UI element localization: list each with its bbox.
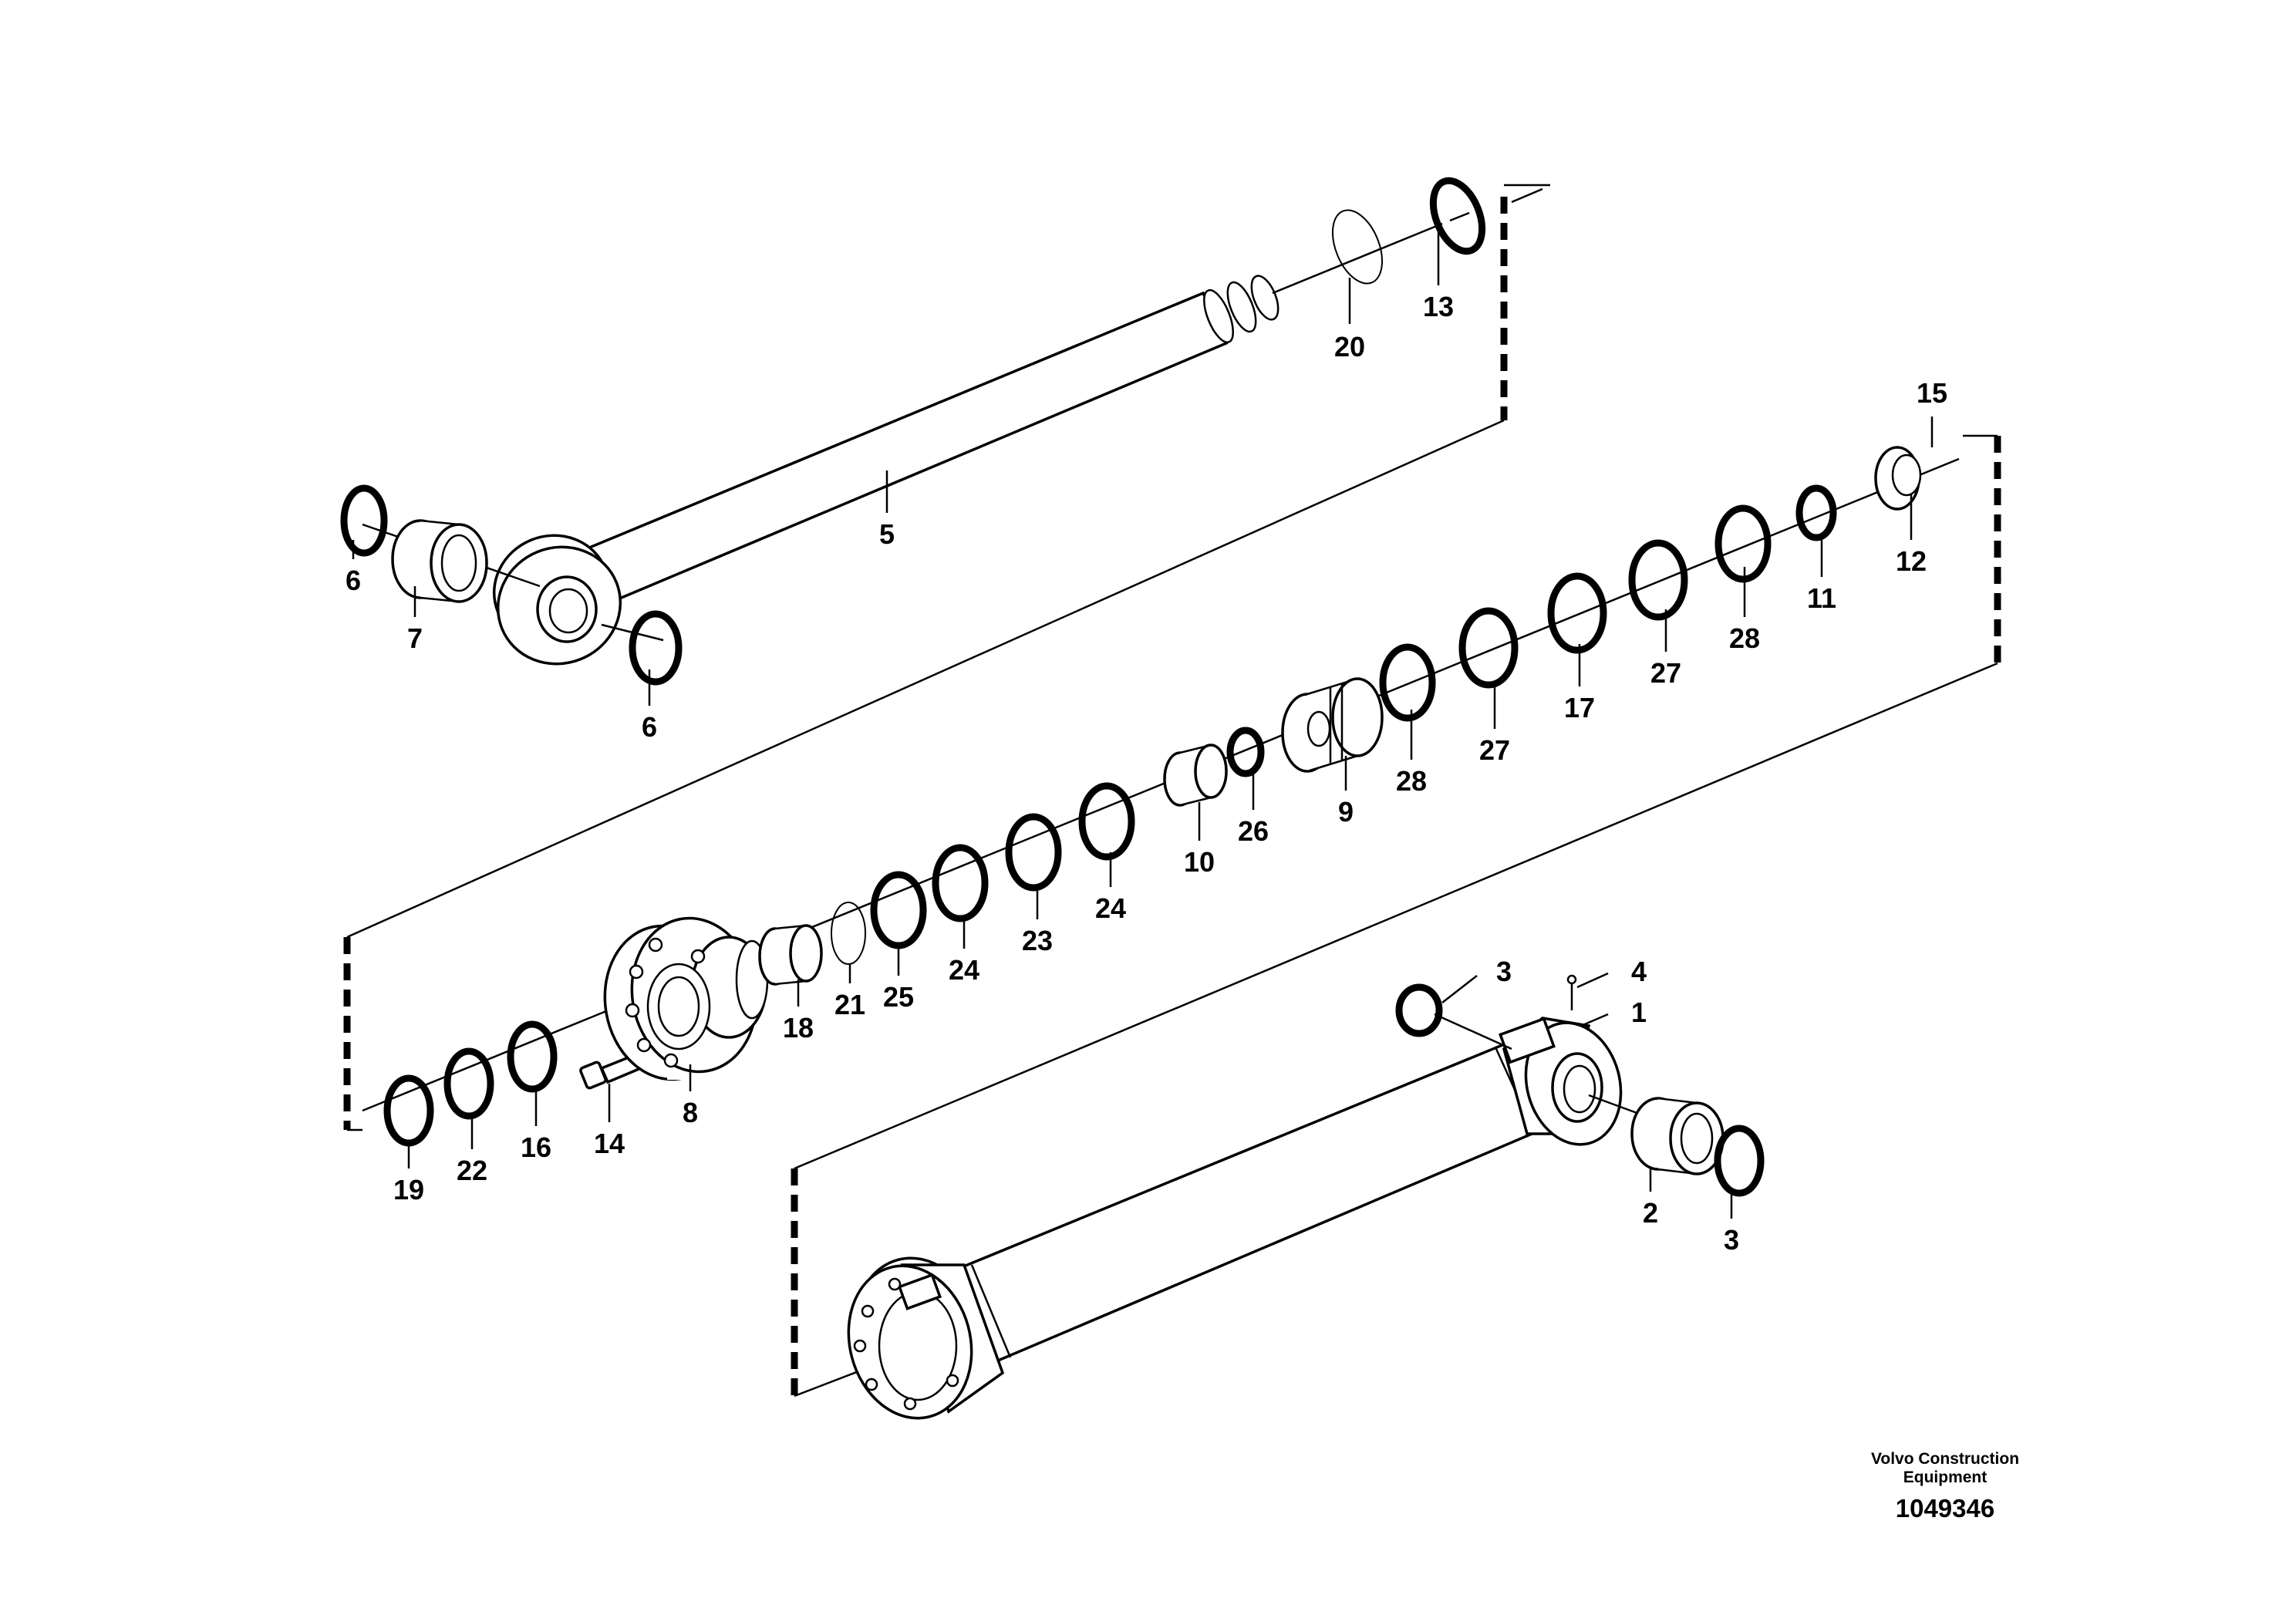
ring-6-right [629, 610, 683, 686]
callout-17: 17 [1564, 692, 1595, 723]
brand-line-2: Equipment [1903, 1469, 1988, 1486]
callout-27-a: 27 [1479, 734, 1510, 766]
callout-21: 21 [834, 989, 865, 1020]
ring-27-b [1628, 539, 1688, 621]
ring-22 [443, 1047, 494, 1120]
grease-fitting-4 [1566, 974, 1577, 1010]
callout-5: 5 [879, 518, 895, 550]
callout-6-right: 6 [642, 711, 657, 743]
ring-23 [1005, 813, 1062, 892]
callout-6-left: 6 [346, 565, 361, 596]
ring-28-a [1379, 643, 1436, 722]
ring-16 [507, 1020, 558, 1093]
sleeve-10 [1163, 744, 1228, 807]
ring-11 [1795, 484, 1837, 541]
cylinder-tube [946, 1039, 1553, 1367]
callout-24-a: 24 [949, 954, 979, 986]
nut-12 [1874, 446, 1922, 511]
cylinder-eye [1499, 1017, 1623, 1146]
ring-25 [870, 871, 927, 949]
callout-28-b: 28 [1729, 622, 1760, 654]
brand-line-1: Volvo Construction [1871, 1450, 2019, 1468]
ring-20 [1331, 209, 1384, 285]
ring-26 [1226, 727, 1265, 777]
ring-27-a [1458, 607, 1519, 689]
callout-22: 22 [457, 1155, 487, 1186]
bushing-18 [758, 924, 823, 986]
callout-7: 7 [407, 622, 423, 654]
ring-17 [1547, 572, 1607, 654]
ring-28-b [1714, 504, 1772, 583]
callout-2: 2 [1643, 1197, 1658, 1229]
leader-lines [352, 230, 1934, 1219]
cylinder-head-8 [603, 916, 769, 1081]
callout-18: 18 [783, 1012, 814, 1044]
callout-16: 16 [521, 1131, 551, 1163]
bushing-2 [1630, 1097, 1725, 1175]
callout-8: 8 [683, 1097, 698, 1128]
callout-10: 10 [1184, 846, 1215, 878]
callout-14: 14 [594, 1128, 625, 1159]
callout-27-b: 27 [1650, 657, 1681, 689]
callout-20: 20 [1334, 331, 1365, 363]
callout-26: 26 [1238, 815, 1269, 847]
piston-seal-stack [362, 446, 1960, 1147]
ring-6-left [340, 484, 388, 557]
piston-9 [1281, 677, 1384, 773]
callout-3-bottom: 3 [1724, 1224, 1739, 1256]
piston-rod-assembly [362, 187, 1543, 666]
callout-15: 15 [1917, 377, 1947, 409]
callout-12: 12 [1896, 545, 1927, 577]
document-number: 1049346 [1896, 1494, 1994, 1523]
callout-11: 11 [1807, 582, 1836, 614]
callout-1: 1 [1631, 996, 1647, 1028]
footer-brand: Volvo Construction Equipment 1049346 [1871, 1450, 2019, 1523]
callout-13: 13 [1423, 291, 1454, 322]
bushing-7 [391, 519, 488, 603]
callout-labels: 13 20 5 6 7 6 15 12 11 28 27 17 27 28 9 … [346, 291, 1947, 1256]
ring-24-b [1078, 782, 1135, 861]
callout-3-top: 3 [1496, 956, 1512, 987]
cylinder-tube-assembly [791, 974, 1765, 1420]
rod-end-grooves [1203, 275, 1279, 344]
ring-24-a [932, 844, 989, 922]
callout-24-b: 24 [1095, 892, 1126, 924]
cylinder-base-flange [847, 1256, 1005, 1420]
callout-25: 25 [883, 981, 914, 1013]
piston-rod [568, 291, 1229, 612]
callout-4: 4 [1631, 956, 1647, 987]
ring-19 [383, 1074, 434, 1147]
callout-19: 19 [393, 1174, 424, 1206]
ring-13 [1429, 177, 1486, 255]
callout-9: 9 [1338, 796, 1354, 828]
ring-3-top [1395, 983, 1443, 1037]
callout-23: 23 [1022, 925, 1053, 956]
callout-28-a: 28 [1396, 765, 1427, 797]
ring-3-bottom [1714, 1125, 1765, 1197]
ring-21 [831, 902, 866, 965]
